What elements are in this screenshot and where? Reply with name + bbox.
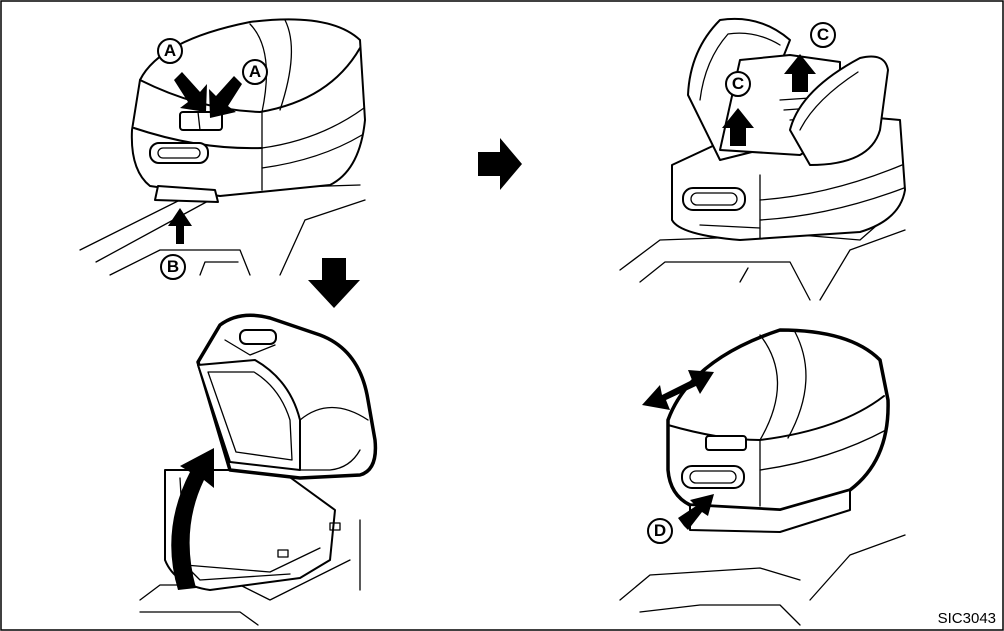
- callout-a-left: A: [157, 38, 183, 64]
- step-arrow-down: [308, 258, 360, 308]
- callout-c-right: C: [810, 22, 836, 48]
- panel-lid-raised: [139, 313, 378, 626]
- callout-d: D: [647, 518, 673, 544]
- lift-curve-arrow: [171, 448, 214, 590]
- panel-open-lid-lift: [619, 17, 906, 301]
- callout-b: B: [160, 254, 186, 280]
- callout-a-right: A: [242, 59, 268, 85]
- figure-code: SIC3043: [937, 610, 996, 627]
- panel-slide-console: [619, 328, 906, 626]
- slide-double-arrow: [642, 370, 714, 410]
- panel-closed-console: [79, 18, 366, 276]
- step-arrow-right: [478, 138, 522, 190]
- callout-c-left: C: [725, 71, 751, 97]
